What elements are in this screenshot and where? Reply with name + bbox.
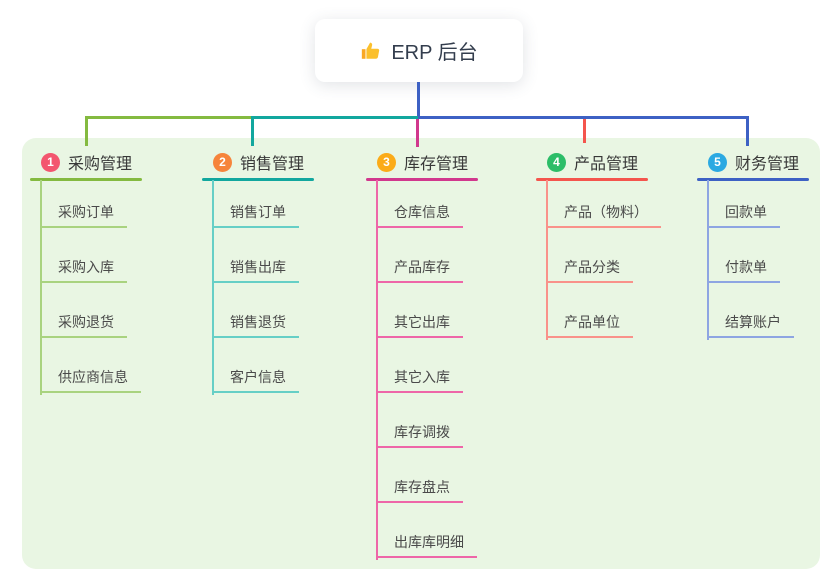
- branch-title-3[interactable]: 3 库存管理: [377, 150, 468, 174]
- branch-2: 2 销售管理销售订单销售出库销售退货客户信息: [202, 150, 314, 395]
- child-node[interactable]: 采购订单: [40, 202, 127, 228]
- branch-underline: [30, 178, 142, 181]
- branch-underline: [697, 178, 809, 181]
- branch-badge: 4: [547, 152, 566, 172]
- child-node[interactable]: 出库库明细: [376, 532, 477, 558]
- branch-child-line: [546, 180, 548, 340]
- child-node[interactable]: 库存盘点: [376, 477, 463, 503]
- branch-underline: [366, 178, 478, 181]
- branch-label: 采购管理: [68, 156, 133, 173]
- child-node[interactable]: 库存调拨: [376, 422, 463, 448]
- child-node[interactable]: 仓库信息: [376, 202, 463, 228]
- root-node[interactable]: ERP 后台: [315, 19, 523, 82]
- branch-label: 财务管理: [735, 156, 800, 173]
- child-node[interactable]: 其它入库: [376, 367, 463, 393]
- child-node[interactable]: 其它出库: [376, 312, 463, 338]
- branch-badge: 2: [213, 152, 232, 172]
- branch-title-2[interactable]: 2 销售管理: [213, 150, 304, 174]
- child-node[interactable]: 销售出库: [212, 257, 299, 283]
- root-label: ERP 后台: [391, 42, 478, 64]
- child-node[interactable]: 产品分类: [546, 257, 633, 283]
- branch-label: 产品管理: [574, 156, 639, 173]
- child-node[interactable]: 结算账户: [707, 312, 794, 338]
- branches-panel: [22, 138, 820, 569]
- branch-5: 5 财务管理回款单付款单结算账户: [697, 150, 809, 340]
- branch-child-line: [707, 180, 709, 340]
- connector-bus-3: [418, 116, 749, 119]
- branch-child-line: [40, 180, 42, 395]
- branch-label: 库存管理: [404, 156, 469, 173]
- branch-badge: 1: [41, 152, 60, 172]
- branch-badge: 3: [377, 152, 396, 172]
- branch-title-4[interactable]: 4 产品管理: [547, 150, 638, 174]
- connector-bus-1: [85, 116, 253, 119]
- branch-child-line: [376, 180, 378, 560]
- branch-3: 3 库存管理仓库信息产品库存其它出库其它入库库存调拨库存盘点出库库明细: [366, 150, 478, 560]
- child-node[interactable]: 产品单位: [546, 312, 633, 338]
- branch-child-line: [212, 180, 214, 395]
- branch-badge: 5: [708, 152, 727, 172]
- branch-title-1[interactable]: 1 采购管理: [41, 150, 132, 174]
- child-node[interactable]: 付款单: [707, 257, 780, 283]
- child-node[interactable]: 销售退货: [212, 312, 299, 338]
- thumbs-up-icon: [360, 40, 382, 62]
- branch-label: 销售管理: [240, 156, 305, 173]
- root-connector-stem: [417, 82, 420, 116]
- child-node[interactable]: 采购入库: [40, 257, 127, 283]
- connector-drop-branch-4: [583, 119, 586, 143]
- branch-title-5[interactable]: 5 财务管理: [708, 150, 799, 174]
- connector-drop-branch-3: [416, 119, 419, 147]
- branch-4: 4 产品管理产品（物料） 产品分类产品单位: [536, 150, 661, 340]
- branch-1: 1 采购管理采购订单采购入库采购退货供应商信息: [30, 150, 142, 395]
- connector-drop-branch-5: [746, 116, 749, 146]
- child-node[interactable]: 采购退货: [40, 312, 127, 338]
- child-node[interactable]: 回款单: [707, 202, 780, 228]
- child-node[interactable]: 产品库存: [376, 257, 463, 283]
- connector-drop-branch-2: [251, 116, 254, 146]
- branch-underline: [536, 178, 648, 181]
- branch-underline: [202, 178, 314, 181]
- child-node[interactable]: 客户信息: [212, 367, 299, 393]
- connector-drop-branch-1: [85, 116, 88, 146]
- child-node[interactable]: 产品（物料）: [546, 202, 661, 228]
- child-node[interactable]: 供应商信息: [40, 367, 141, 393]
- child-node[interactable]: 销售订单: [212, 202, 299, 228]
- connector-bus-2: [251, 116, 418, 119]
